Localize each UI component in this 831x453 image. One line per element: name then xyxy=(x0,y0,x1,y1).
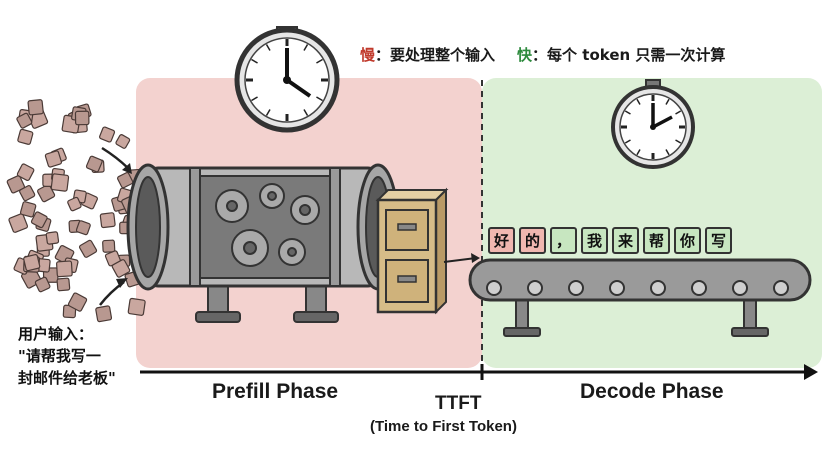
ttft-subtitle: (Time to First Token) xyxy=(370,418,517,435)
input-token-cube xyxy=(30,211,48,229)
output-token: 你 xyxy=(674,227,701,254)
clock-tick xyxy=(303,44,309,51)
cabinet-to-belt-arrow xyxy=(443,257,477,263)
input-token-cube xyxy=(34,276,51,293)
clock-tick xyxy=(303,109,309,116)
clock-tick xyxy=(665,149,670,156)
input-token-cube xyxy=(67,292,88,312)
user-input-line-2: "请帮我写一 xyxy=(18,347,101,365)
input-token-cube xyxy=(115,134,131,149)
input-token-cube xyxy=(99,212,116,229)
speed-legend: 慢：要处理整个输入 快：每个 token 只需一次计算 xyxy=(360,44,725,65)
output-token: 我 xyxy=(581,227,608,254)
large-clock-icon xyxy=(234,26,340,133)
clock-tick xyxy=(251,58,258,64)
filing-cabinet-icon xyxy=(375,187,449,315)
slow-description: ：要处理整个输入 xyxy=(375,46,496,64)
conveyor-belt-icon xyxy=(468,258,812,337)
belt-roller xyxy=(650,280,666,296)
belt-roller xyxy=(527,280,543,296)
input-token-cube xyxy=(78,239,98,258)
input-token-cube xyxy=(19,185,36,202)
input-arrow-bottom-head xyxy=(116,278,128,288)
ttft-label: TTFT xyxy=(435,393,482,414)
prefill-phase-label: Prefill Phase xyxy=(212,380,339,403)
clock-tick xyxy=(624,139,631,144)
output-token: 来 xyxy=(612,227,639,254)
decode-phase-label: Decode Phase xyxy=(580,380,724,403)
user-input-line-1: 用户输入： xyxy=(18,325,94,343)
fast-description: ：每个 token 只需一次计算 xyxy=(532,46,726,64)
input-token-cube xyxy=(74,110,90,126)
input-token-cube xyxy=(102,239,116,253)
input-token-cube xyxy=(6,175,26,194)
belt-roller xyxy=(773,280,789,296)
output-token: 好 xyxy=(488,227,515,254)
input-arrow-top-head xyxy=(122,163,132,174)
belt-roller xyxy=(732,280,748,296)
output-token: 写 xyxy=(705,227,732,254)
output-token-row: 好的，我来帮你写 xyxy=(488,227,732,254)
clock-tick xyxy=(316,58,323,64)
clock-tick xyxy=(265,109,271,116)
input-token-cube xyxy=(16,112,33,129)
input-token-cube xyxy=(56,277,71,292)
output-token: ， xyxy=(550,227,577,254)
user-input-caption: 用户输入： "请帮我写一 封邮件给老板" xyxy=(18,323,116,389)
belt-roller xyxy=(691,280,707,296)
belt-roller xyxy=(486,280,502,296)
input-token-cube xyxy=(17,128,34,145)
user-input-line-3: 封邮件给老板" xyxy=(18,369,116,387)
input-token-cube xyxy=(19,201,37,218)
small-clock-icon xyxy=(611,79,695,169)
cabinet-to-belt-arrowhead xyxy=(471,253,480,263)
input-token-cube xyxy=(111,259,131,278)
input-token-cube xyxy=(95,305,113,323)
fast-label: 快 xyxy=(517,46,533,64)
input-token-cube xyxy=(23,254,41,272)
slow-label: 慢 xyxy=(360,46,376,64)
clock-tick xyxy=(675,139,682,144)
clock-tick xyxy=(316,96,323,102)
input-token-cube xyxy=(16,163,35,181)
output-token: 的 xyxy=(519,227,546,254)
belt-roller xyxy=(609,280,625,296)
clock-tick xyxy=(636,149,641,156)
input-token-cube xyxy=(67,196,82,212)
output-token: 帮 xyxy=(643,227,670,254)
clock-tick xyxy=(665,98,670,105)
input-token-cube xyxy=(44,150,63,168)
input-token-cube xyxy=(27,99,44,116)
input-token-cube xyxy=(56,260,73,278)
input-token-cube xyxy=(117,172,134,189)
input-token-cube xyxy=(8,213,29,233)
input-token-cube xyxy=(75,220,91,236)
input-token-cube xyxy=(127,297,146,316)
input-token-cube xyxy=(85,155,103,173)
belt-roller xyxy=(568,280,584,296)
clock-tick xyxy=(251,96,258,102)
input-token-cube xyxy=(45,231,60,245)
clock-tick xyxy=(636,98,641,105)
timeline-axis xyxy=(140,364,818,380)
input-token-cube xyxy=(99,126,116,143)
clock-tick xyxy=(265,44,271,51)
clock-tick xyxy=(675,110,682,115)
clock-tick xyxy=(624,110,631,115)
input-token-cube xyxy=(50,173,70,192)
